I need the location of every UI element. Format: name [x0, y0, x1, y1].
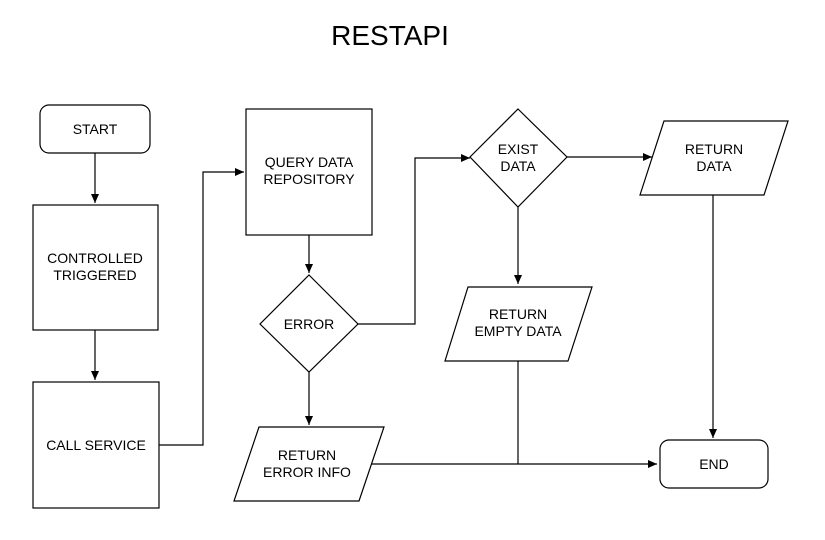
query-data-repository-label-line-1: QUERY DATA — [265, 154, 354, 170]
controlled-triggered-label-line-2: TRIGGERED — [53, 267, 136, 283]
controlled-triggered-node: CONTROLLED TRIGGERED — [32, 204, 159, 331]
error-decision-node: ERROR — [259, 274, 359, 373]
return-empty-data-label-line-2: EMPTY DATA — [474, 323, 562, 339]
return-empty-data-node: RETURN EMPTY DATA — [444, 286, 593, 362]
call-service-label: CALL SERVICE — [46, 437, 146, 453]
return-error-info-label-line-1: RETURN — [278, 447, 336, 463]
end-node: END — [659, 439, 769, 489]
return-error-info-node: RETURN ERROR INFO — [233, 426, 385, 502]
return-data-label-line-2: DATA — [696, 158, 732, 174]
query-data-repository-label-line-2: REPOSITORY — [263, 171, 355, 187]
return-empty-data-label-line-1: RETURN — [489, 306, 547, 322]
diagram-title: RESTAPI — [331, 20, 449, 51]
call-service-node: CALL SERVICE — [32, 381, 160, 509]
return-data-label-line-1: RETURN — [685, 141, 743, 157]
error-label: ERROR — [284, 316, 335, 332]
start-node: START — [39, 104, 151, 154]
end-label: END — [699, 456, 729, 472]
return-data-node: RETURN DATA — [639, 120, 789, 196]
query-data-repository-node: QUERY DATA REPOSITORY — [245, 108, 373, 236]
edge-error-to-exist-data — [358, 154, 470, 325]
return-error-info-label-line-2: ERROR INFO — [263, 464, 351, 480]
start-label: START — [73, 121, 118, 137]
controlled-triggered-label-line-1: CONTROLLED — [47, 250, 143, 266]
exist-data-label-line-2: DATA — [500, 158, 536, 174]
edge-call-service-to-query — [159, 168, 244, 446]
exist-data-label-line-1: EXIST — [498, 141, 539, 157]
exist-data-decision-node: EXIST DATA — [469, 108, 568, 208]
